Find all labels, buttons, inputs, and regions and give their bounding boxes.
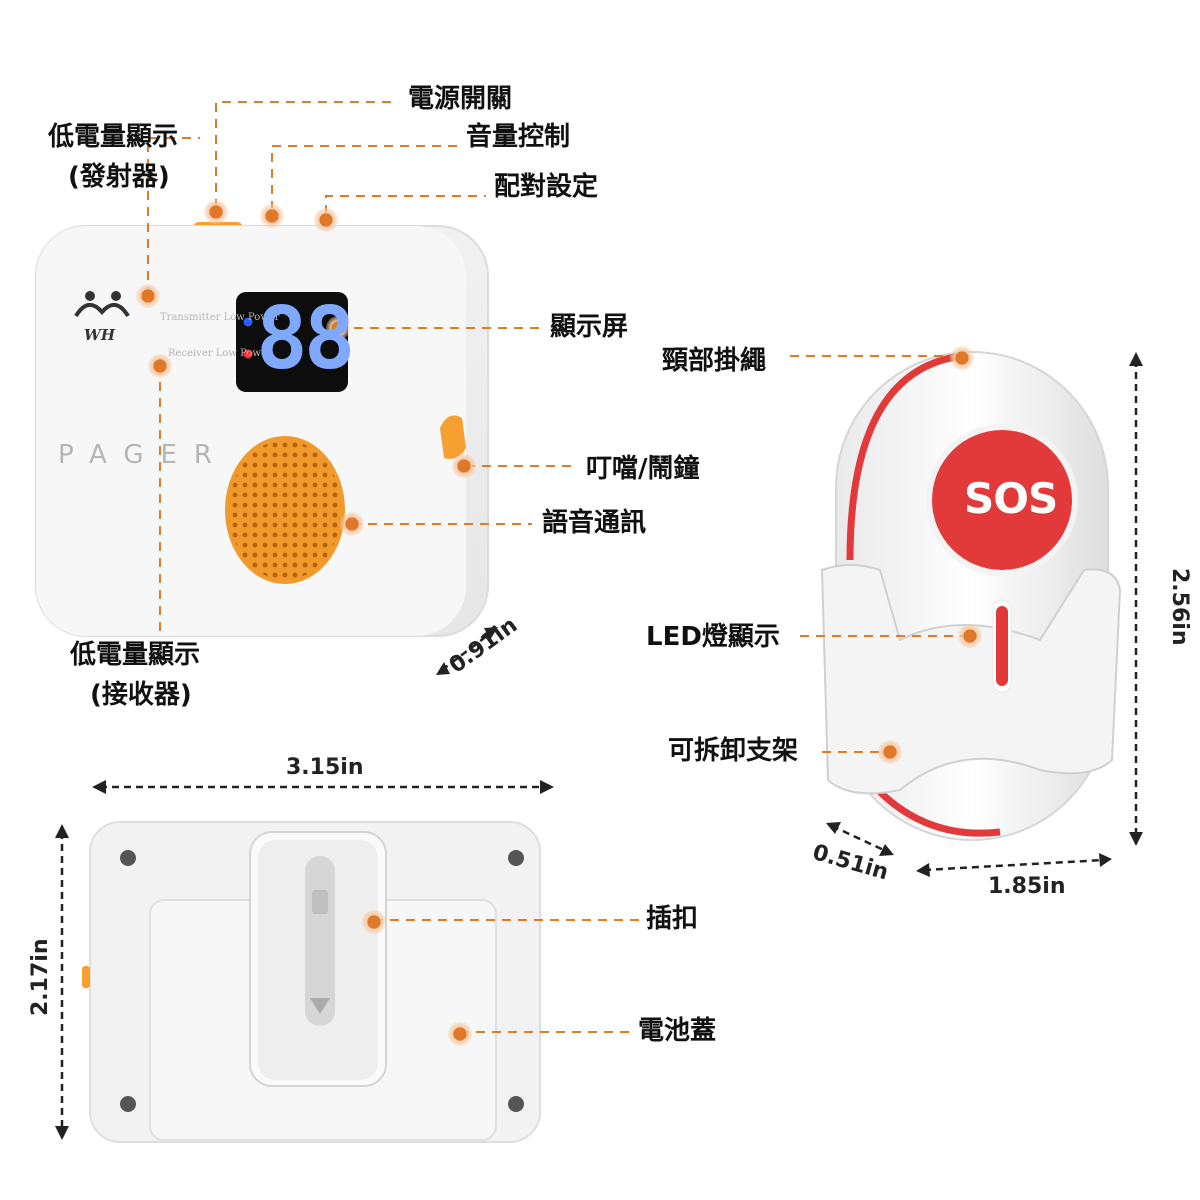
label-pairing: 配對設定 (494, 172, 599, 202)
dimension-arrows (60, 360, 1138, 1132)
label-buckle: 插扣 (646, 904, 699, 934)
pager-front (35, 222, 489, 637)
callout-dots (136, 200, 982, 1046)
dim-pager-width: 3.15in (286, 755, 364, 780)
brand-logo-text: WH (84, 326, 116, 344)
label-lanyard: 頸部掛繩 (662, 346, 767, 376)
display-digits: 88 (256, 289, 356, 389)
callout-lines (147, 101, 968, 1033)
label-battery-cover: 電池蓋 (638, 1016, 717, 1046)
dim-button-height: 2.56in (1167, 568, 1192, 646)
dim-button-width: 1.85in (988, 874, 1066, 899)
label-low-power-transmitter-sub: (發射器) (68, 162, 170, 192)
label-bracket: 可拆卸支架 (668, 736, 799, 766)
label-led: LED燈顯示 (646, 622, 780, 652)
transmitter-low-power-text: Transmitter Low Power (160, 312, 280, 323)
wh-logo (74, 291, 130, 318)
label-ring-alarm: 叮噹/鬧鐘 (586, 454, 700, 484)
pager-back (82, 821, 541, 1143)
sos-button-device (820, 351, 1122, 841)
arrow-heads (55, 352, 1143, 1140)
label-voice: 語音通訊 (542, 508, 647, 538)
label-display: 顯示屏 (550, 312, 629, 342)
pager-name-text: PAGER (58, 440, 229, 470)
label-low-power-transmitter: 低電量顯示 (48, 122, 179, 152)
label-volume: 音量控制 (466, 122, 571, 152)
dim-pager-height: 2.17in (28, 938, 53, 1016)
label-low-power-receiver-sub: (接收器) (90, 680, 192, 710)
label-power-switch: 電源開關 (408, 84, 513, 114)
label-low-power-receiver: 低電量顯示 (70, 640, 201, 670)
sos-text: SOS (964, 474, 1058, 523)
receiver-low-power-text: Receiver Low Power (168, 348, 272, 359)
